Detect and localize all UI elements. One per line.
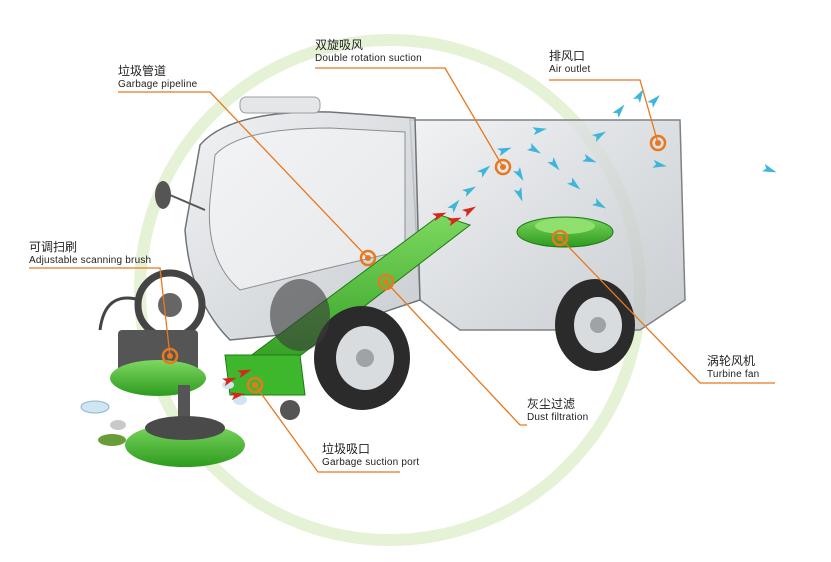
callout-leaders [29,67,775,473]
callout-marker-icon [551,229,569,247]
callout-zh: 垃圾吸口 [322,442,371,456]
callout-adjustable-brush: 可调扫刷 Adjustable scanning brush [29,240,152,266]
callout-marker-icon [494,158,512,176]
roof-beacon [239,96,321,114]
airflow-arrow-icon [461,186,477,197]
side-brush-lower [125,385,245,467]
callout-en: Dust filtration [527,411,589,423]
callout-zh: 涡轮风机 [707,354,756,368]
airflow-arrow-icon [447,199,460,213]
callout-marker-icon [377,273,395,291]
callout-en: Garbage suction port [322,456,420,468]
callout-marker-dot [365,255,371,261]
rear-wheel [555,279,635,371]
airflow-arrow-icon [762,163,777,173]
hose-reel [98,269,206,341]
callout-zh: 排风口 [549,49,586,63]
callout-en: Adjustable scanning brush [29,254,152,266]
callout-en: Air outlet [549,63,591,75]
sweeper-vehicle-illustration [80,96,686,467]
leader-line [385,281,527,426]
callout-turbine-fan: 涡轮风机 Turbine fan [707,354,760,380]
airflow-arrow-icon [477,165,491,178]
airflow-arrow-icon [582,153,597,163]
airflow-arrow-icon [591,198,607,209]
leader-line [118,91,369,259]
callout-marker-icon [359,249,377,267]
airflow-arrow-icon [612,104,625,118]
airflow-arrow-icon [447,217,462,227]
callout-marker-dot [500,164,506,170]
callout-garbage-pipeline: 垃圾管道 Garbage pipeline [118,64,198,90]
callout-zh: 可调扫刷 [29,240,78,254]
airflow-arrow-icon [222,377,237,387]
airflow-arrow-icon [497,147,512,157]
side-brush-upper [110,360,206,396]
airflow-arrow-icon [513,187,523,202]
airflow-arrow-icon [230,392,245,401]
callout-zh: 双旋吸风 [315,38,364,52]
leader-line [549,79,659,144]
airflow-arrow-icon [567,177,581,190]
leader-line [559,237,775,384]
airflow-arrow-icon [532,127,547,136]
leader-line [315,67,504,168]
callout-garbage-suction-port: 垃圾吸口 Garbage suction port [322,442,420,468]
callout-marker-icon [649,134,667,152]
leader-line [29,267,171,357]
airflow-arrow-icon [652,159,667,168]
callout-en: Turbine fan [707,368,760,380]
airflow-arrow-icon [547,157,560,171]
leader-line [254,384,400,473]
callout-marker-dot [167,353,173,359]
airflow-arrow-icon [237,369,252,379]
callout-marker-dot [655,140,661,146]
front-wheel [314,306,410,410]
callout-marker-dot [252,382,258,388]
airflow-arrow-icon [526,143,542,154]
callout-en: Garbage pipeline [118,78,198,90]
suction-port [224,354,306,396]
callout-air-outlet: 排风口 Air outlet [549,49,591,75]
airflow-arrow-icon [591,131,607,142]
callout-marker-icon [161,347,179,365]
callout-double-rotation-suction: 双旋吸风 Double rotation suction [315,38,422,64]
airflow-arrow-icon [432,212,447,222]
callout-dust-filtration: 灰尘过滤 Dust filtration [527,397,589,423]
airflow-arrow-icon [633,88,644,104]
debris [80,381,247,446]
callout-marker-icon [246,376,264,394]
callout-en: Double rotation suction [315,52,422,64]
callout-zh: 灰尘过滤 [527,397,576,411]
side-mirror [155,181,171,209]
callout-marker-dot [557,235,563,241]
airflow-arrows [222,88,777,401]
callout-marker-dot [383,279,389,285]
airflow-arrow-icon [647,95,660,108]
callout-zh: 垃圾管道 [118,64,167,78]
airflow-arrow-icon [461,206,477,217]
airflow-arrow-icon [513,166,524,182]
